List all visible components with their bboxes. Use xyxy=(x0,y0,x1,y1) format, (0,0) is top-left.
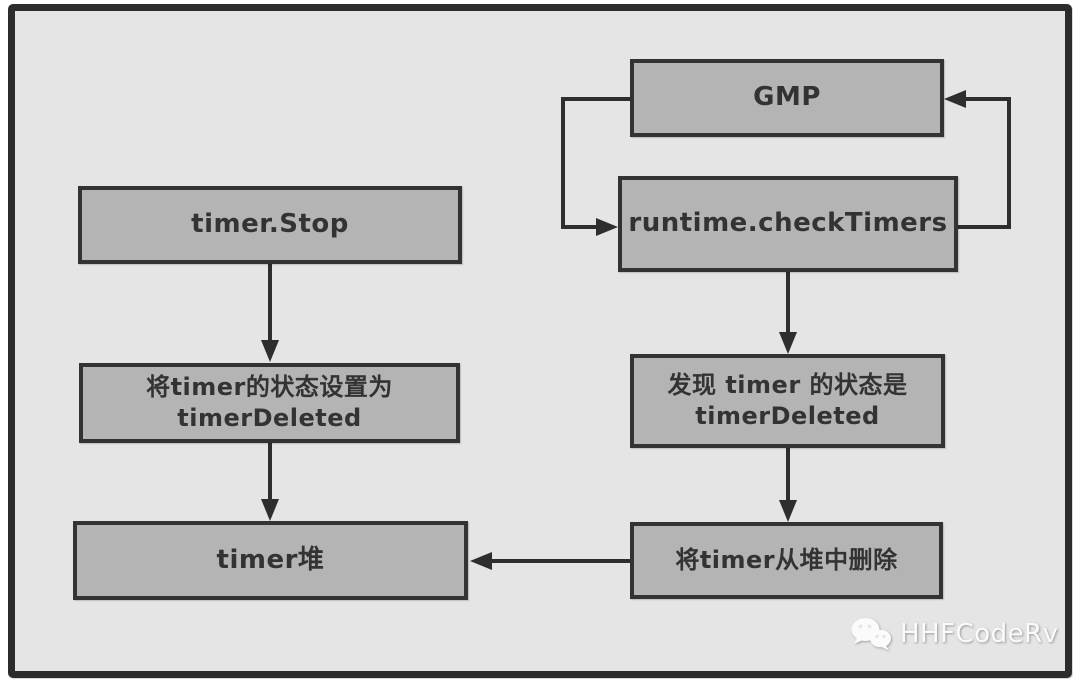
node-found-timer-deleted-line1: 发现 timer 的状态是 xyxy=(667,370,908,399)
node-remove-from-heap: 将timer从堆中删除 xyxy=(630,522,943,599)
node-timer-heap: timer堆 xyxy=(73,521,468,600)
node-found-timer-deleted: 发现 timer 的状态是 timerDeleted xyxy=(630,354,945,448)
watermark-label: HHFCodeRv xyxy=(900,619,1059,649)
node-timer-heap-label: timer堆 xyxy=(216,544,325,575)
node-timer-stop: timer.Stop xyxy=(78,186,462,264)
node-found-timer-deleted-line2: timerDeleted xyxy=(695,402,880,430)
node-gmp: GMP xyxy=(630,59,944,137)
node-runtime-check-timers-label: runtime.checkTimers xyxy=(628,208,948,239)
node-remove-from-heap-label: 将timer从堆中删除 xyxy=(675,545,898,574)
node-timer-stop-label: timer.Stop xyxy=(191,209,349,240)
node-gmp-label: GMP xyxy=(753,82,821,113)
watermark: HHFCodeRv xyxy=(850,616,1059,652)
node-set-timer-deleted-line1: 将timer的状态设置为 xyxy=(146,372,393,401)
node-set-timer-deleted-line2: timerDeleted xyxy=(177,404,362,432)
wechat-icon xyxy=(850,616,892,652)
node-runtime-check-timers: runtime.checkTimers xyxy=(618,176,958,272)
node-set-timer-deleted: 将timer的状态设置为 timerDeleted xyxy=(79,363,460,443)
